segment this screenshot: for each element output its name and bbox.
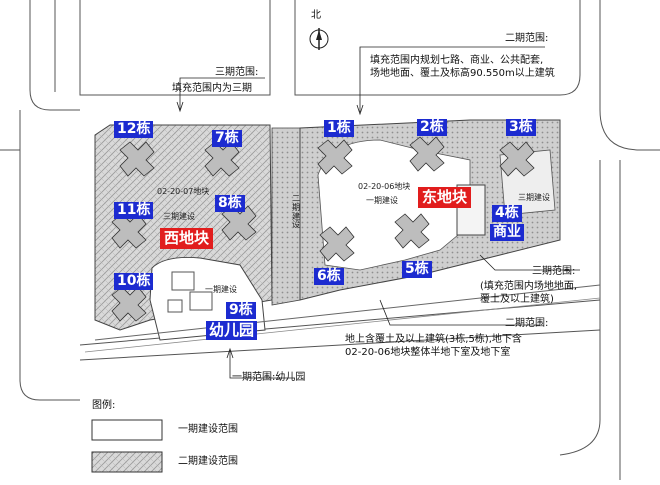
- building-tag-10: 10栋: [114, 273, 154, 290]
- north-arrow-icon: [309, 28, 329, 50]
- zone-tag-east: 东地块: [418, 187, 472, 208]
- note-phase1-bottom: 一期范围:幼儿园: [232, 372, 306, 383]
- commerce-tag: 商业: [490, 224, 524, 241]
- legend-title: 图例:: [92, 400, 116, 411]
- zone-tag-west: 西地块: [160, 228, 214, 249]
- kindergarten-buildings: [167, 271, 213, 313]
- west-plot-code: 02-20-07地块: [157, 187, 210, 196]
- legend-phase1-label: 一期建设范围: [178, 424, 238, 435]
- note-phase2-fill: 填充范围内规划七路、商业、公共配套, 场地地面、覆土及标高90.550m以上建筑: [370, 55, 555, 79]
- east-plot-code: 02-20-06地块: [358, 182, 411, 191]
- building-tag-5: 5栋: [402, 261, 432, 278]
- building-tag-8: 8栋: [215, 195, 245, 212]
- note-phase2-top: 二期范围:: [505, 33, 549, 44]
- note-phase3-right: 三期范围:: [532, 266, 576, 277]
- kindergarten-tag: 幼儿园: [206, 321, 258, 340]
- legend-phase2-label: 二期建设范围: [178, 456, 238, 467]
- building-tag-4: 4栋: [492, 205, 522, 222]
- building-tag-7: 7栋: [212, 130, 242, 147]
- west-strip-label: 二期建设: [292, 194, 300, 230]
- building-tag-12: 12栋: [114, 121, 154, 138]
- building-tag-11: 11栋: [114, 202, 154, 219]
- north-label: 北: [311, 10, 321, 21]
- note-phase3-right-text: (填充范围内场地地面, 覆土及以上建筑): [480, 281, 578, 305]
- east-phase-label: 一期建设: [366, 196, 398, 205]
- west-phase-label: 三期建设: [163, 212, 195, 221]
- kinder-phase-label: 一期建设: [205, 285, 237, 294]
- building-tag-1: 1栋: [324, 120, 354, 137]
- building-tag-3: 3栋: [506, 119, 536, 136]
- east-right-label: 三期建设: [518, 193, 550, 202]
- note-phase2-bottom-text: 地上含覆土及以上建筑(3栋,5栋),地下含 02-20-06地块整体半地下室及地…: [345, 334, 522, 358]
- building-tag-6: 6栋: [314, 268, 344, 285]
- main-road: [94, 284, 601, 341]
- legend-phase2-swatch: [91, 451, 163, 473]
- leader-lines: [176, 46, 580, 379]
- note-phase3-top: 三期范围:: [215, 67, 259, 78]
- note-phase2-bottom: 二期范围:: [505, 318, 549, 329]
- note-phase3-top-text: 填充范围内为三期: [172, 83, 252, 94]
- legend-phase1-swatch: [91, 419, 163, 441]
- building-tag-9: 9栋: [226, 302, 256, 319]
- tower-footprints: [111, 136, 535, 322]
- building-tag-2: 2栋: [417, 119, 447, 136]
